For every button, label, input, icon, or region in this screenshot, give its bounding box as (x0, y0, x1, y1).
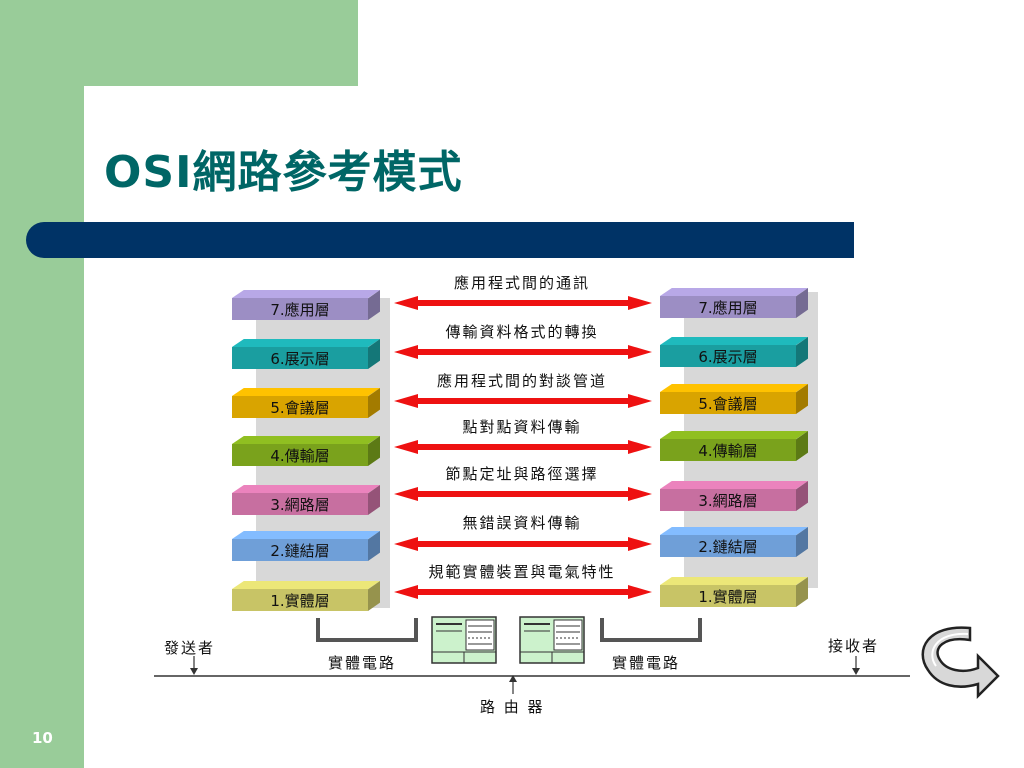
arrow-label-7: 應用程式間的通訊 (453, 274, 590, 292)
right-layer-1: 1.實體層 (660, 577, 808, 607)
layer-label: 3.網路層 (232, 493, 368, 515)
arrow-label-4: 點對點資料傳輸 (462, 418, 582, 436)
double-arrow-2 (394, 537, 652, 551)
left-layer-4: 4.傳輸層 (232, 436, 380, 466)
layer-label: 2.鏈結層 (232, 539, 368, 561)
arrow-label-6: 傳輸資料格式的轉換 (445, 323, 599, 341)
layer-top-face (660, 481, 808, 489)
left-layer-2: 2.鏈結層 (232, 531, 380, 561)
layer-top-face (232, 531, 380, 539)
layer-side-face (796, 481, 808, 511)
receiver-label: 接收者 (828, 637, 880, 655)
left-layer-3: 3.網路層 (232, 485, 380, 515)
double-arrow-4 (394, 440, 652, 454)
layer-side-face (796, 431, 808, 461)
slide-title: OSI網路參考模式 (104, 147, 463, 198)
right-layer-3: 3.網路層 (660, 481, 808, 511)
left-layer-1: 1.實體層 (232, 581, 380, 611)
layer-top-face (232, 339, 380, 347)
receiver-pointer-icon (852, 656, 860, 675)
layer-side-face (368, 436, 380, 466)
layer-top-face (232, 485, 380, 493)
physical-circuit-right-label: 實體電路 (612, 654, 681, 672)
router-label: 路 由 器 (480, 698, 545, 716)
right-layer-6: 6.展示層 (660, 337, 808, 367)
right-layer-7: 7.應用層 (660, 288, 808, 318)
layer-side-face (796, 384, 808, 414)
layer-side-face (368, 290, 380, 320)
layer-side-face (796, 337, 808, 367)
layer-side-face (368, 485, 380, 515)
router-icon (431, 616, 497, 664)
router-pointer-icon (509, 675, 517, 694)
layer-top-face (232, 290, 380, 298)
layer-label: 6.展示層 (660, 345, 796, 367)
right-layer-4: 4.傳輸層 (660, 431, 808, 461)
layer-side-face (796, 527, 808, 557)
left-layer-7: 7.應用層 (232, 290, 380, 320)
layer-label: 2.鏈結層 (660, 535, 796, 557)
sender-pointer-icon (190, 656, 198, 675)
layer-label: 1.實體層 (232, 589, 368, 611)
layer-label: 7.應用層 (232, 298, 368, 320)
layer-label: 4.傳輸層 (232, 444, 368, 466)
return-arrow-icon[interactable] (921, 626, 1000, 700)
background-left-band (0, 0, 84, 768)
double-arrow-7 (394, 296, 652, 310)
left-layer-5: 5.會議層 (232, 388, 380, 418)
layer-label: 7.應用層 (660, 296, 796, 318)
page-number: 10 (32, 729, 53, 747)
layer-label: 4.傳輸層 (660, 439, 796, 461)
layer-side-face (368, 531, 380, 561)
layer-side-face (796, 577, 808, 607)
title-underline-bar (26, 222, 854, 258)
layer-label: 3.網路層 (660, 489, 796, 511)
left-layer-6: 6.展示層 (232, 339, 380, 369)
physical-circuit-left-bracket (316, 618, 418, 642)
arrow-label-1: 規範實體裝置與電氣特性 (428, 563, 616, 581)
background-top-band (0, 0, 358, 86)
double-arrow-5 (394, 394, 652, 408)
layer-top-face (660, 577, 808, 585)
double-arrow-3 (394, 487, 652, 501)
layer-label: 6.展示層 (232, 347, 368, 369)
arrow-label-3: 節點定址與路徑選擇 (445, 465, 599, 483)
physical-circuit-right-bracket (600, 618, 702, 642)
double-arrow-1 (394, 585, 652, 599)
router-icon (519, 616, 585, 664)
layer-label: 5.會議層 (660, 392, 796, 414)
double-arrow-6 (394, 345, 652, 359)
layer-side-face (368, 581, 380, 611)
layer-top-face (660, 527, 808, 535)
layer-side-face (796, 288, 808, 318)
layer-top-face (232, 581, 380, 589)
right-layer-2: 2.鏈結層 (660, 527, 808, 557)
layer-top-face (660, 384, 808, 392)
right-layer-5: 5.會議層 (660, 384, 808, 414)
physical-circuit-left-label: 實體電路 (328, 654, 397, 672)
layer-top-face (660, 431, 808, 439)
layer-top-face (660, 337, 808, 345)
sender-label: 發送者 (164, 639, 216, 657)
layer-top-face (660, 288, 808, 296)
layer-label: 5.會議層 (232, 396, 368, 418)
layer-label: 1.實體層 (660, 585, 796, 607)
layer-side-face (368, 339, 380, 369)
layer-top-face (232, 388, 380, 396)
arrow-label-5: 應用程式間的對談管道 (436, 372, 607, 390)
layer-side-face (368, 388, 380, 418)
arrow-label-2: 無錯誤資料傳輸 (462, 514, 582, 532)
layer-top-face (232, 436, 380, 444)
